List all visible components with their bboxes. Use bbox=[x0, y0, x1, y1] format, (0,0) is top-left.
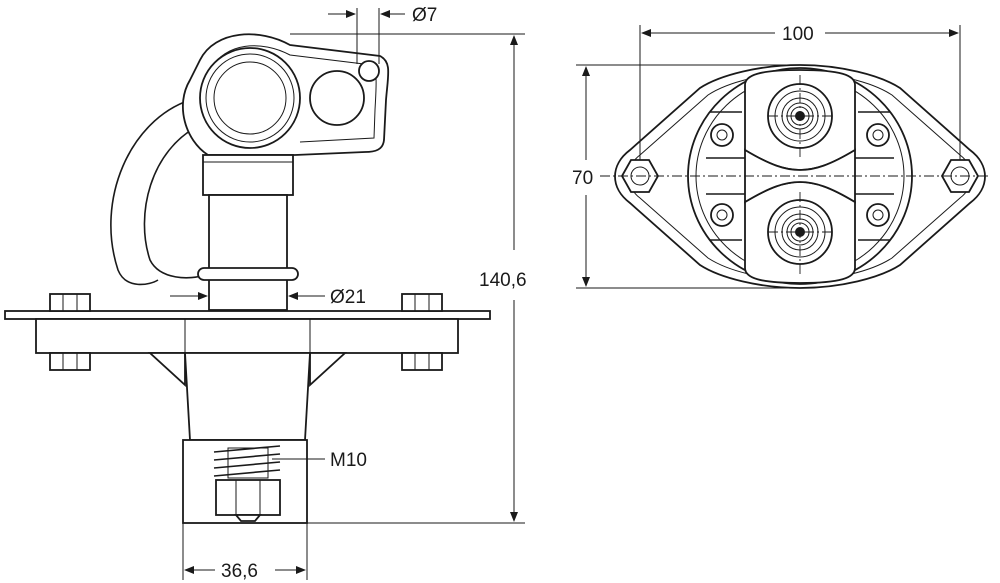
gusset-right bbox=[309, 352, 348, 388]
dim-shaft-diameter: Ø21 bbox=[330, 287, 366, 308]
dim-height-plate: 70 bbox=[572, 168, 593, 189]
nut-bottom-right bbox=[401, 352, 443, 371]
nut-bottom-left bbox=[49, 352, 91, 371]
switch-body bbox=[184, 352, 311, 441]
side-view-dimensions: Ø7 140,6 Ø21 M10 36,6 bbox=[170, 5, 527, 582]
key-handle-inner-edge bbox=[209, 45, 377, 143]
dim-thread: M10 bbox=[330, 450, 367, 471]
nut-top-left bbox=[49, 293, 91, 312]
gusset-left bbox=[147, 352, 186, 388]
o-ring bbox=[197, 267, 299, 281]
dim-base-width: 36,6 bbox=[221, 561, 258, 582]
screw-bottom-left bbox=[710, 203, 734, 227]
key-ring-inner bbox=[213, 61, 287, 135]
handle-small-hole bbox=[358, 60, 380, 82]
screw-top-left bbox=[710, 123, 734, 147]
base-flange bbox=[35, 318, 459, 354]
nut-top-right bbox=[401, 293, 443, 312]
retaining-strap bbox=[110, 99, 206, 286]
stud-tip bbox=[234, 514, 262, 522]
key-shaft bbox=[208, 194, 288, 311]
mounting-panel bbox=[4, 310, 491, 320]
dim-total-height: 140,6 bbox=[479, 270, 527, 291]
key-collar bbox=[202, 154, 294, 196]
key-ring-outer bbox=[199, 47, 301, 149]
terminal-nut bbox=[215, 479, 281, 516]
screw-top-right bbox=[866, 123, 890, 147]
screw-bottom-right bbox=[866, 203, 890, 227]
dim-width-total: 100 bbox=[782, 24, 814, 45]
side-view bbox=[4, 33, 491, 524]
dim-hole-diameter: Ø7 bbox=[412, 5, 437, 26]
handle-oval-hole bbox=[309, 70, 365, 126]
key-ring-mid bbox=[205, 53, 295, 143]
top-view bbox=[600, 64, 990, 289]
top-view-dimensions: 100 70 bbox=[572, 24, 961, 289]
